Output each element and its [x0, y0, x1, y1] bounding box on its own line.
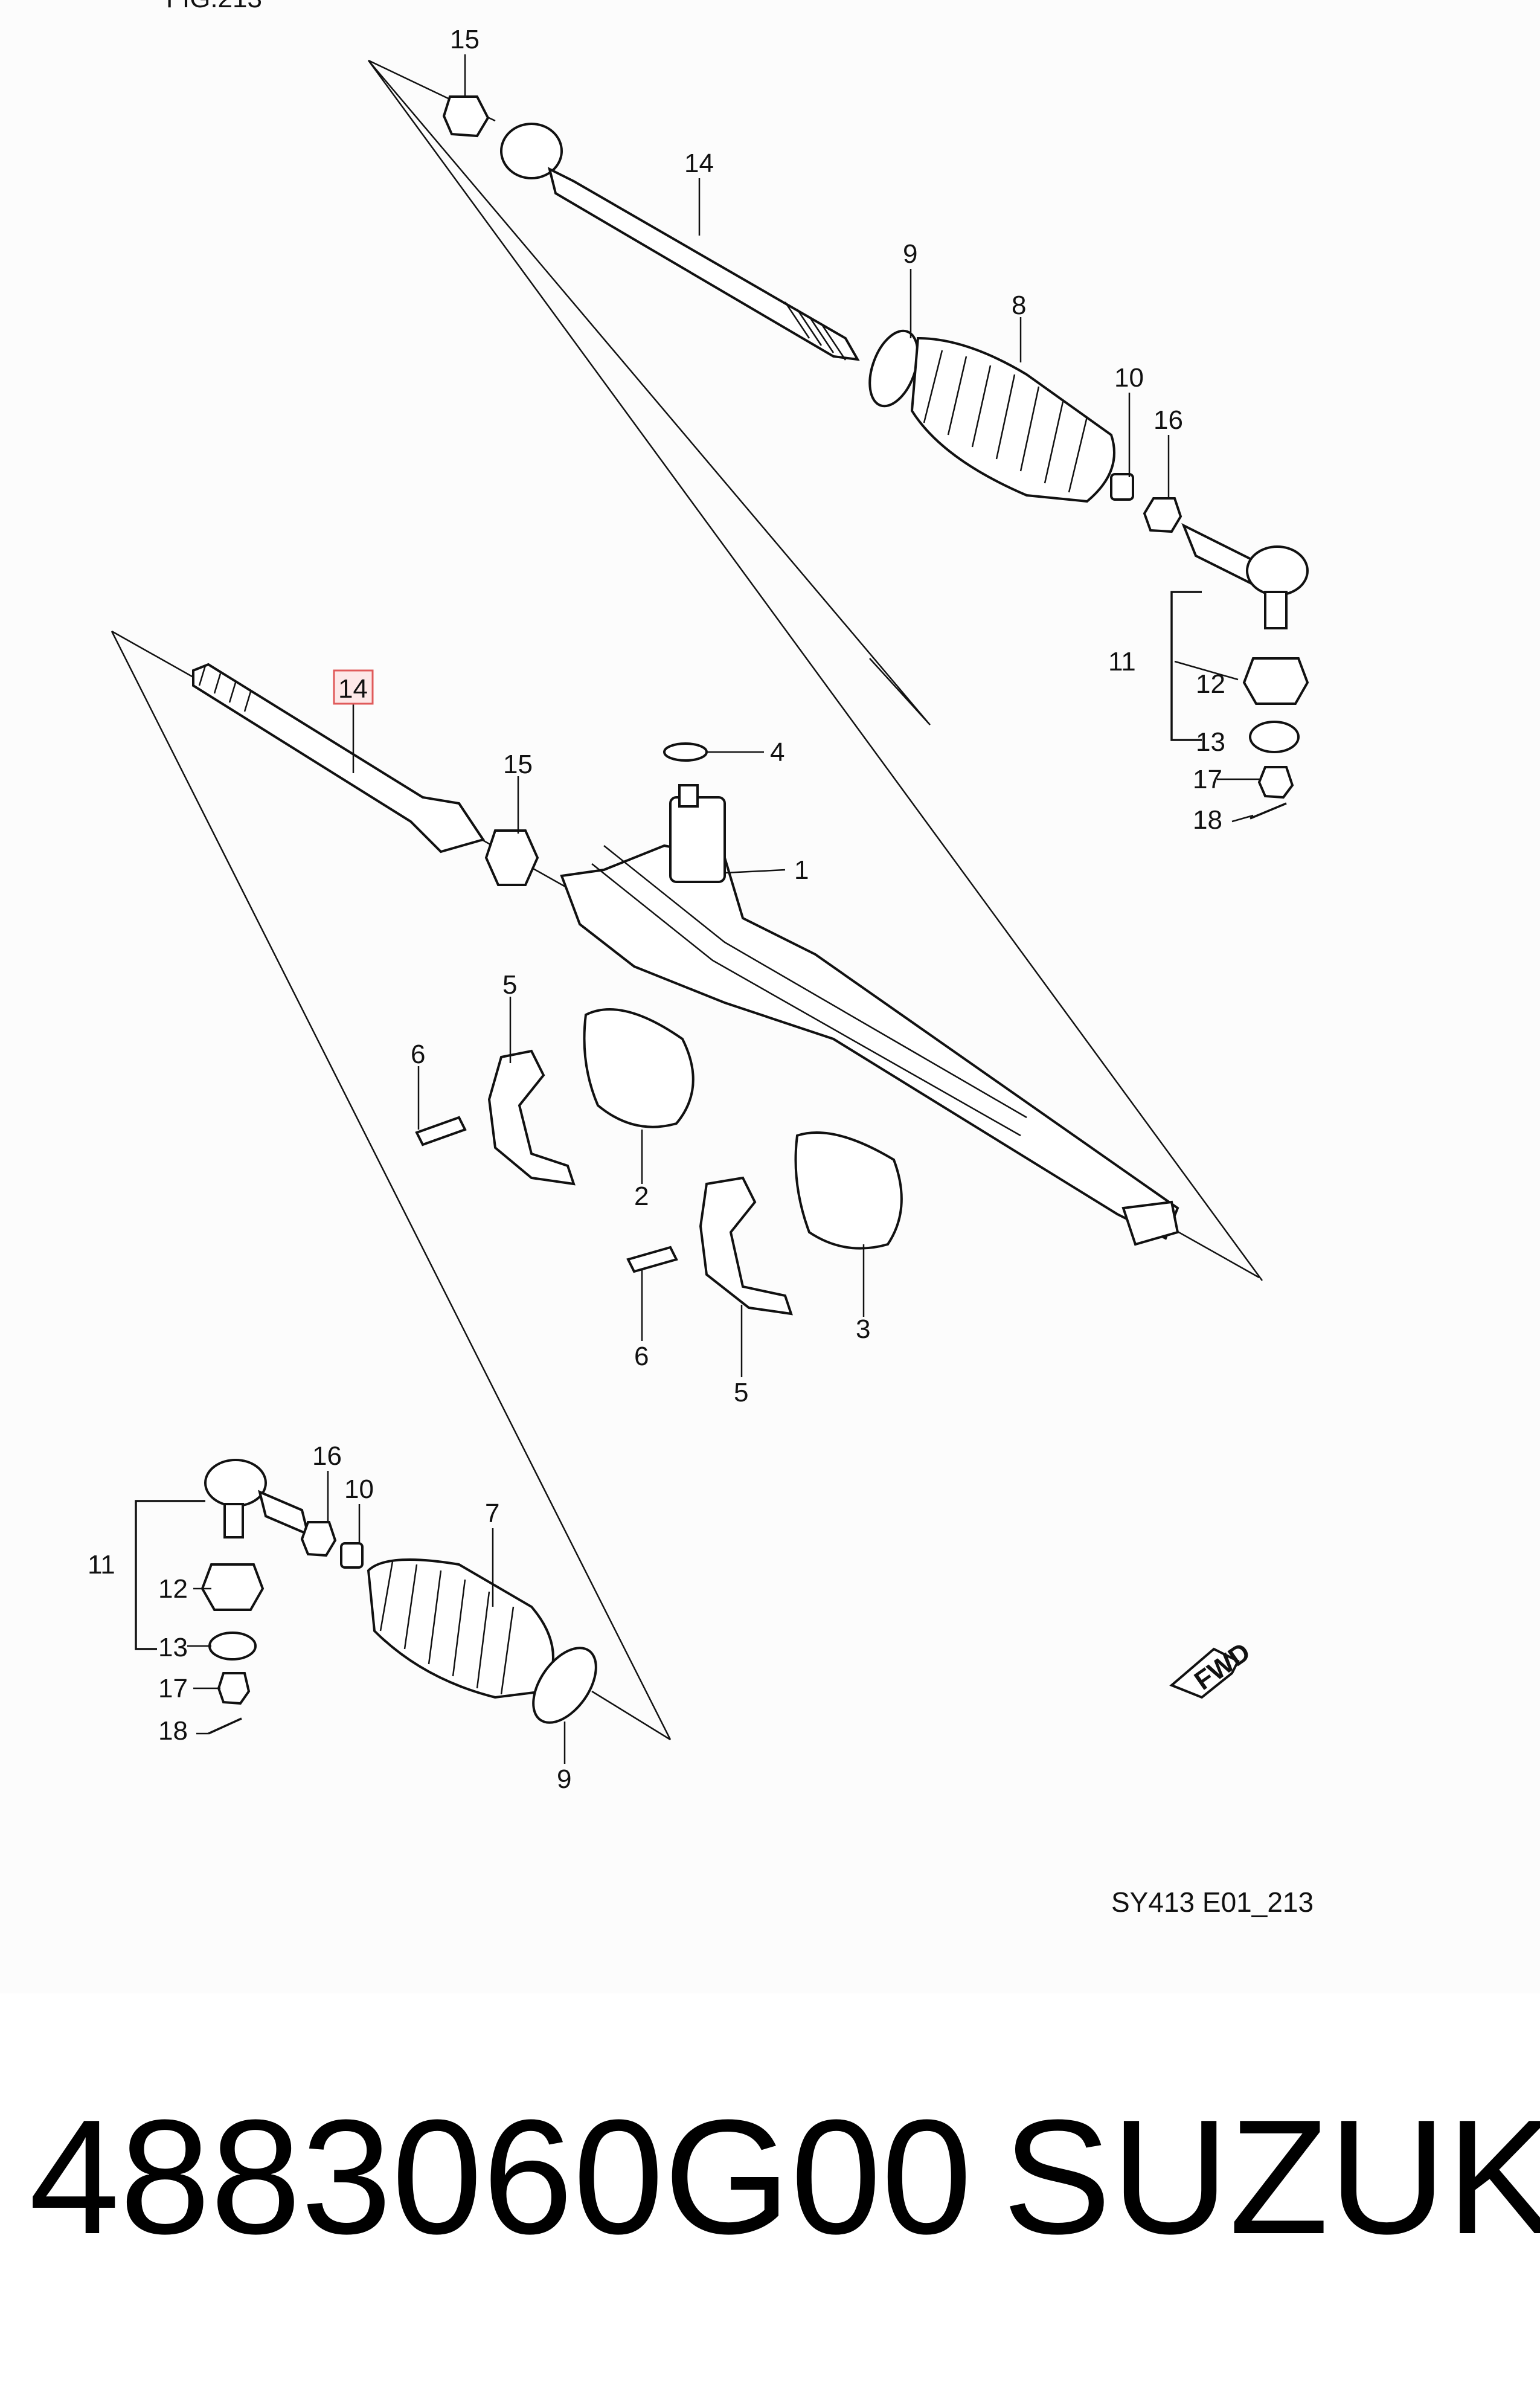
callout-upper-9: 9 [903, 239, 917, 269]
lock-nut-16-lower [300, 1521, 337, 1557]
callout-lower-12: 12 [158, 1574, 188, 1604]
callout-upper-13: 13 [1196, 727, 1225, 757]
callout-center-6-upper: 6 [411, 1040, 425, 1069]
boot-clamp-9-lower [532, 1647, 597, 1724]
washer-4 [663, 742, 708, 762]
upper-boundary-diagonal [367, 60, 1263, 1281]
upper-boundary-line [368, 60, 931, 725]
steering-rack-assembly [192, 663, 1179, 1316]
lock-nut-15-center [484, 829, 539, 886]
bolt-6-lower [626, 1246, 678, 1273]
callout-center-5-lower: 5 [734, 1378, 748, 1407]
callout-center-2: 2 [634, 1182, 649, 1211]
washer-13 [1249, 721, 1300, 753]
exploded-parts-diagram: FIG.213 [88, 0, 1314, 1918]
tie-rod-end-stud-lower [223, 1503, 244, 1538]
fluid-line-2 [591, 863, 1021, 1137]
inner-tie-rod-ball [500, 123, 563, 179]
callout-upper-14: 14 [684, 149, 714, 178]
cotter-pin-18 [1250, 802, 1287, 820]
figure-header-partial: FIG.213 [166, 0, 262, 13]
callout-upper-17: 17 [1193, 765, 1222, 794]
mount-bracket-5-upper [487, 1049, 576, 1186]
callout-upper-11: 11 [1108, 647, 1136, 677]
diagram-code: SY413 E01_213 [1111, 1886, 1314, 1918]
callout-center-6-lower: 6 [634, 1342, 649, 1371]
bellows-boot-8 [910, 336, 1115, 503]
bellows-boot-7 [367, 1558, 554, 1699]
callout-center-3: 3 [856, 1314, 870, 1344]
nut-17-lower [217, 1672, 251, 1705]
callout-upper-8: 8 [1012, 291, 1026, 320]
callout-lower-9: 9 [557, 1764, 571, 1794]
lower-boundary-diagonal [111, 631, 672, 1740]
pinion-valve-housing [669, 796, 726, 883]
callout-upper-12: 12 [1196, 669, 1225, 699]
bolt-6-upper [415, 1116, 467, 1146]
lock-nut-16 [1143, 497, 1182, 533]
callout-lower-18: 18 [158, 1716, 188, 1746]
clip-10-lower [340, 1542, 364, 1569]
cotter-pin-18-lower [208, 1717, 242, 1735]
callout-lower-17: 17 [158, 1674, 188, 1703]
bushing-2 [583, 1008, 695, 1128]
castle-nut-12-lower [201, 1563, 265, 1611]
highlight-box-14 [333, 669, 374, 705]
inner-tie-rod-center [192, 663, 486, 854]
callout-lower-11: 11 [88, 1550, 115, 1580]
callout-lower-10: 10 [344, 1474, 374, 1504]
lock-nut-15 [442, 95, 490, 138]
clip-10 [1110, 473, 1134, 501]
callout-upper-18: 18 [1193, 805, 1222, 835]
lower-boundary-edge-2 [591, 1690, 671, 1741]
brand-name: SUZUKI [1003, 2086, 1540, 2268]
callout-upper-16: 16 [1153, 405, 1183, 435]
callout-center-15: 15 [503, 750, 533, 779]
callout-center-4: 4 [770, 738, 784, 767]
tie-rod-end-head-lower [204, 1459, 267, 1507]
bushing-3 [794, 1131, 903, 1250]
fluid-line-1 [603, 845, 1027, 1119]
callout-center-1: 1 [794, 855, 809, 885]
callout-lower-7: 7 [485, 1499, 499, 1528]
callout-lower-13: 13 [158, 1633, 188, 1662]
callout-upper-15: 15 [450, 25, 480, 54]
mount-bracket-5-lower [699, 1176, 793, 1316]
callout-upper-10: 10 [1114, 363, 1144, 393]
pinion-shaft [678, 784, 699, 808]
callout-center-14-highlighted: 14 [338, 674, 368, 704]
castle-nut-12 [1242, 657, 1309, 705]
fwd-arrow [1169, 1647, 1240, 1699]
lower-tie-rod-assembly [135, 1459, 1240, 1735]
nut-17 [1257, 766, 1294, 799]
bracket-11-upper [1170, 591, 1202, 741]
tie-rod-end-shaft-lower [258, 1490, 310, 1537]
callout-lower-16: 16 [312, 1441, 342, 1471]
washer-13-lower [208, 1632, 257, 1661]
upper-tie-rod-assembly [442, 95, 1309, 820]
rack-end [1121, 1200, 1179, 1246]
inner-tie-rod-shaft [548, 167, 860, 361]
part-number: 4883060G00 [29, 2086, 972, 2268]
leader-lines [187, 54, 1259, 1764]
tie-rod-end-stud [1264, 591, 1288, 629]
callout-center-5-upper: 5 [502, 970, 517, 1000]
bracket-11-lower [135, 1500, 205, 1650]
tie-rod-end-head [1246, 545, 1309, 596]
